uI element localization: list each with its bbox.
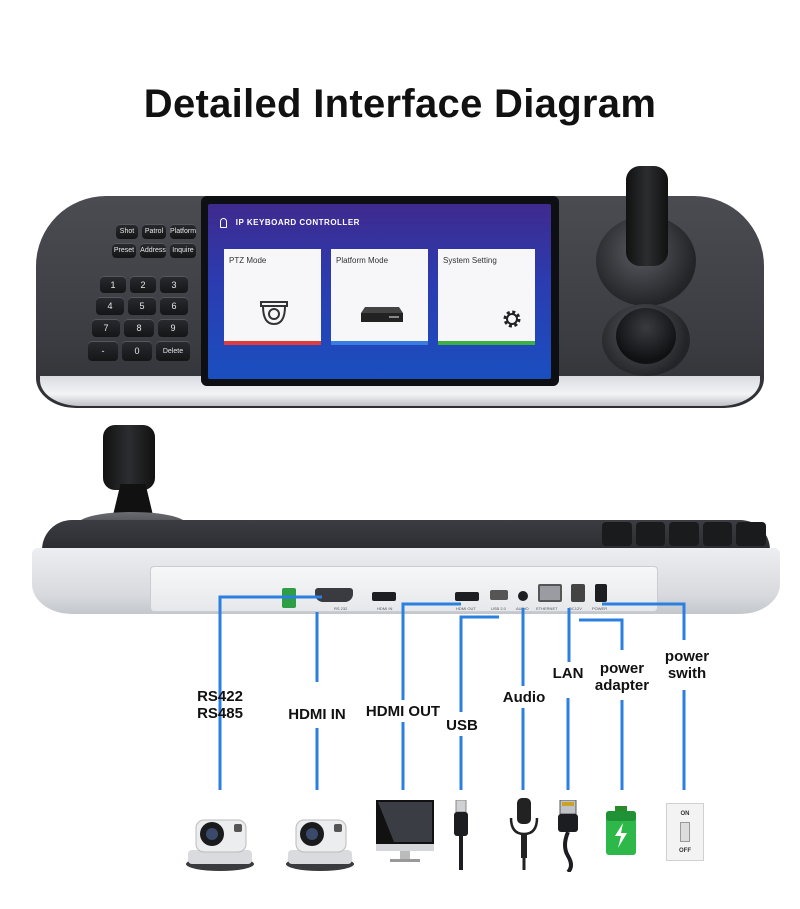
port-label-hdmi-out: HDMI OUT (456, 606, 476, 611)
dome-camera-icon (260, 301, 288, 326)
usb-port[interactable] (490, 590, 508, 600)
callout-line1: power (599, 660, 645, 677)
key-4[interactable]: 4 (96, 297, 124, 315)
gear-icon (503, 310, 521, 328)
line-rs422 (218, 595, 322, 790)
callout-line2: adapter (594, 677, 650, 694)
ethernet-port[interactable] (538, 584, 562, 602)
panel-label: PTZ Mode (229, 256, 267, 265)
panel-bar-blue (331, 341, 428, 345)
key-9[interactable]: 9 (158, 319, 188, 337)
key-address[interactable]: Address (140, 243, 166, 258)
key-8[interactable]: 8 (124, 319, 154, 337)
switch-on-label: ON (680, 811, 690, 817)
panel-bar-green (438, 341, 535, 345)
callout-line1: RS422 (197, 688, 243, 705)
key-6[interactable]: 6 (160, 297, 188, 315)
key-preset[interactable]: Preset (112, 243, 136, 258)
callout-audio: Audio (502, 689, 546, 706)
callout-line1: power (664, 648, 710, 665)
line-usb (459, 615, 499, 712)
port-label-dc12v: DC12V (569, 606, 582, 611)
callout-hdmi-out: HDMI OUT (365, 703, 441, 720)
usb-cable-icon (454, 800, 468, 870)
key-inquire[interactable]: Inquire (170, 243, 196, 258)
port-label-rs232: RS 232 (334, 606, 348, 611)
ptz-camera-icon (286, 819, 354, 871)
key-7[interactable]: 7 (92, 319, 120, 337)
screen-header-text: IP KEYBOARD CONTROLLER (235, 218, 360, 228)
monitor-icon (376, 800, 434, 862)
line-power-switch (602, 602, 686, 640)
jog-wheel[interactable] (616, 308, 676, 364)
key-2[interactable]: 2 (130, 276, 156, 293)
dc12v-port[interactable] (571, 584, 585, 602)
key-platform[interactable]: Platform (170, 224, 196, 239)
callout-rs422-rs485: RS422 RS485 (190, 688, 250, 722)
key-delete[interactable]: Delete (156, 341, 190, 361)
joystick-rear-top (103, 425, 155, 490)
key-0[interactable]: 0 (122, 341, 152, 361)
callout-power-switch: power swith (656, 648, 718, 682)
audio-port[interactable] (518, 591, 528, 601)
callout-lan: LAN (552, 665, 584, 682)
hdmi-out-port[interactable] (455, 592, 479, 601)
power-switch-icon: ON OFF (666, 803, 704, 861)
callout-hdmi-in: HDMI IN (288, 706, 346, 723)
callout-power-adapter: power adapter (588, 660, 656, 694)
key-shot[interactable]: Shot (116, 224, 138, 239)
hdmi-in-port[interactable] (372, 592, 396, 601)
panel-label: System Setting (443, 256, 497, 265)
key-dash[interactable]: - (88, 341, 118, 361)
callout-usb: USB (446, 717, 478, 734)
line-hdmi-out (401, 602, 461, 700)
callout-line2: swith (667, 665, 707, 682)
microphone-icon (509, 798, 539, 870)
rs232-port[interactable] (315, 588, 353, 602)
switch-toggle (680, 822, 690, 842)
callout-line2: RS485 (197, 705, 243, 722)
power-switch-port[interactable] (595, 584, 607, 602)
key-5[interactable]: 5 (128, 297, 156, 315)
port-label-power: POWER (592, 606, 608, 611)
joystick[interactable] (626, 166, 668, 266)
battery-icon (606, 806, 636, 855)
panel-platform-mode[interactable]: Platform Mode (331, 249, 428, 345)
key-3[interactable]: 3 (160, 276, 188, 293)
port-label-usb: USB 2.0 (491, 606, 506, 611)
touch-screen: IP KEYBOARD CONTROLLER PTZ Mode Platform… (208, 204, 551, 379)
page-title: Detailed Interface Diagram (143, 82, 657, 126)
rear-keys (602, 522, 766, 546)
ptz-camera-icon (186, 819, 254, 871)
screen-header: IP KEYBOARD CONTROLLER (220, 218, 360, 228)
panel-ptz-mode[interactable]: PTZ Mode (224, 249, 321, 345)
panel-system-setting[interactable]: System Setting (438, 249, 535, 345)
key-patrol[interactable]: Patrol (142, 224, 166, 239)
person-icon (220, 218, 227, 228)
key-1[interactable]: 1 (100, 276, 126, 293)
panel-bar-red (224, 341, 321, 345)
switch-off-label: OFF (679, 848, 691, 854)
ethernet-cable-icon (558, 800, 578, 872)
panel-label: Platform Mode (336, 256, 389, 265)
recorder-icon (361, 307, 403, 322)
line-power-adapter (579, 618, 624, 650)
keyboard-controller-top-view: Shot Patrol Platform Preset Address Inqu… (36, 166, 764, 410)
port-label-ethernet: ETHERNET (536, 606, 558, 611)
port-label-hdmi-in: HDMI IN (377, 606, 393, 611)
